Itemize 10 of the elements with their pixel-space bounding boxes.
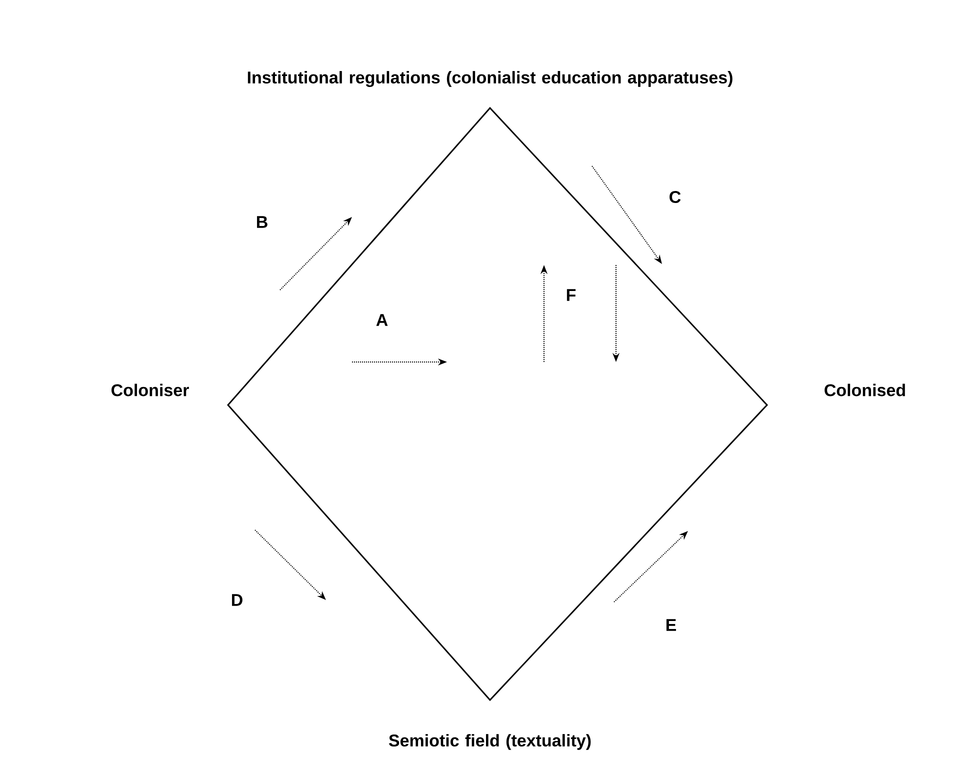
arrow-letter: D	[232, 594, 242, 606]
corner-label: Semiotic field (textuality)	[388, 734, 591, 750]
corner-label: Colonised	[824, 384, 905, 396]
corner-label: Coloniser	[112, 384, 189, 396]
corner-label: Institutional regulations (colonialist education apparatuses)	[248, 71, 732, 87]
arrow-letter: A	[376, 314, 388, 326]
arrow-letter: C	[670, 190, 681, 204]
arrow-letter: E	[666, 619, 676, 631]
arrow-letter: B	[257, 216, 268, 228]
arrow-letter: F	[566, 289, 576, 301]
